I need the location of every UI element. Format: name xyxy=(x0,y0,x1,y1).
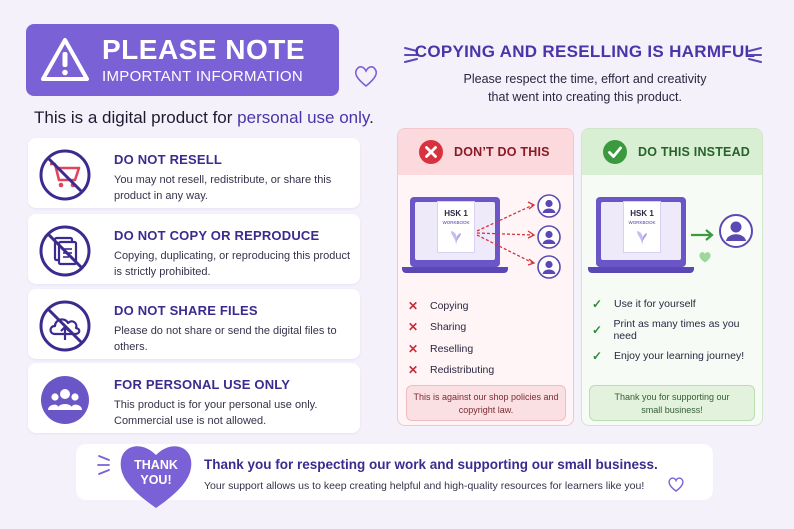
no-cart-icon xyxy=(39,149,91,201)
rule-text: Copying, duplicating, or reproducing thi… xyxy=(114,250,351,278)
arrow-right-icon xyxy=(691,229,714,241)
rule-title: DO NOT COPY OR REPRODUCE xyxy=(114,228,320,243)
thank-you-title: Thank you for respecting our work and su… xyxy=(204,457,658,472)
do-header: DO THIS INSTEAD xyxy=(582,129,762,175)
dont-panel: DON’T DO THIS HSK 1 WORKBOOK xyxy=(397,128,574,426)
list-item-label: Print as many times as you need xyxy=(613,318,740,342)
list-item-label: Use it for yourself xyxy=(614,298,696,310)
dont-header: DON’T DO THIS xyxy=(398,129,573,175)
sparkle-left-icon xyxy=(404,47,418,63)
rule-card-share: DO NOT SHARE FILES Please do not share o… xyxy=(28,289,360,359)
badge-title: PLEASE NOTE xyxy=(102,34,306,65)
rule-card-resell: DO NOT RESELL You may not resell, redist… xyxy=(28,138,360,208)
list-item-label: Enjoy your learning journey! xyxy=(614,350,745,362)
badge-subtitle: IMPORTANT INFORMATION xyxy=(102,68,304,85)
users-icon xyxy=(41,376,89,424)
list-item: ✕ Reselling xyxy=(408,338,494,360)
no-cloud-upload-icon xyxy=(39,300,91,352)
do-list: ✓ Use it for yourself ✓ Print as many time… xyxy=(592,291,762,369)
list-item-label: Reselling xyxy=(430,342,474,355)
heart-doodle-icon xyxy=(354,66,378,88)
intro-text: This is a digital product for personal u… xyxy=(34,108,374,128)
rule-title: DO NOT SHARE FILES xyxy=(114,303,258,318)
book-subtitle: WORKBOOK xyxy=(628,220,656,225)
x-mark-icon: ✕ xyxy=(408,298,419,313)
user-icon xyxy=(537,225,561,249)
check-circle-icon xyxy=(603,140,627,164)
copy-arrows-icon xyxy=(476,201,536,266)
x-circle-icon xyxy=(419,140,443,164)
rule-card-copy: DO NOT COPY OR REPRODUCE Copying, duplic… xyxy=(28,214,360,284)
list-item-label: Sharing xyxy=(430,321,467,334)
user-icon xyxy=(537,194,561,218)
rule-text: Please do not share or send the digital … xyxy=(114,325,337,353)
list-item: ✕ Sharing xyxy=(408,317,494,339)
rule-card-personal: FOR PERSONAL USE ONLY This product is fo… xyxy=(28,363,360,433)
leaf-icon xyxy=(451,231,461,245)
list-item-label: Copying xyxy=(430,299,469,312)
do-note-line2: small business! xyxy=(641,405,703,415)
thank-you-banner: Thank you for respecting our work and su… xyxy=(76,444,713,500)
list-item: ✓ Enjoy your learning journey! xyxy=(592,343,762,369)
do-note: Thank you for supporting our small busin… xyxy=(589,385,755,421)
workbook-cover: HSK 1 WORKBOOK xyxy=(623,201,661,253)
book-subtitle: WORKBOOK xyxy=(442,220,470,225)
book-title: HSK 1 xyxy=(630,209,654,218)
thank-you-text: Your support allows us to keep creating … xyxy=(204,480,645,492)
heart-label: THANK YOU! xyxy=(120,458,192,488)
rule-title: FOR PERSONAL USE ONLY xyxy=(114,377,291,392)
book-title: HSK 1 xyxy=(444,209,468,218)
do-panel: DO THIS INSTEAD HSK 1 WORKBOOK ✓ Use it f… xyxy=(581,128,763,426)
sparkle-right-icon xyxy=(748,47,762,63)
leaf-icon xyxy=(637,231,647,245)
dont-list: ✕ Copying ✕ Sharing ✕ Reselling ✕ Redistribu… xyxy=(408,295,494,381)
list-item: ✕ Copying xyxy=(408,295,494,317)
harm-subheading-line1: Please respect the time, effort and crea… xyxy=(463,72,707,86)
intro-prefix: This is a digital product for xyxy=(34,108,238,127)
user-icon xyxy=(537,255,561,279)
intro-highlight: personal use only xyxy=(237,108,370,127)
no-copy-icon xyxy=(39,225,91,277)
intro-suffix: . xyxy=(369,108,374,127)
heart-line2: YOU! xyxy=(140,473,172,487)
x-mark-icon: ✕ xyxy=(408,341,419,356)
dont-note: This is against our shop policies and co… xyxy=(406,385,566,421)
rule-text: This product is for your personal use on… xyxy=(114,399,318,427)
rule-title: DO NOT RESELL xyxy=(114,152,223,167)
dont-label: DON’T DO THIS xyxy=(454,145,550,159)
small-heart-doodle-icon xyxy=(668,477,684,492)
check-mark-icon: ✓ xyxy=(592,323,603,337)
big-heart-icon xyxy=(120,446,192,508)
dont-note-line1: This is against our shop policies and xyxy=(413,392,559,402)
harm-subheading: Please respect the time, effort and crea… xyxy=(420,70,750,106)
do-note-line1: Thank you for supporting our xyxy=(614,392,730,402)
heart-line1: THANK xyxy=(134,458,178,472)
harm-heading: COPYING AND RESELLING IS HARMFUL xyxy=(414,42,756,61)
check-mark-icon: ✓ xyxy=(592,297,603,311)
list-item: ✓ Print as many times as you need xyxy=(592,317,762,343)
check-mark-icon: ✓ xyxy=(592,349,603,363)
rule-text: You may not resell, redistribute, or sha… xyxy=(114,174,332,202)
x-mark-icon: ✕ xyxy=(408,320,419,335)
x-mark-icon: ✕ xyxy=(408,363,419,378)
harm-subheading-line2: that went into creating this product. xyxy=(488,90,682,104)
list-item-label: Redistributing xyxy=(430,364,495,377)
dont-note-line2: copyright law. xyxy=(458,405,514,415)
please-note-badge: PLEASE NOTE IMPORTANT INFORMATION xyxy=(26,24,339,96)
list-item: ✓ Use it for yourself xyxy=(592,291,762,317)
do-label: DO THIS INSTEAD xyxy=(638,145,751,159)
warning-icon xyxy=(41,38,89,81)
sparkle-lines-icon xyxy=(97,455,110,475)
list-item: ✕ Redistributing xyxy=(408,360,494,382)
workbook-cover: HSK 1 WORKBOOK xyxy=(437,201,475,253)
user-icon xyxy=(719,214,753,248)
heart-icon xyxy=(699,252,711,263)
